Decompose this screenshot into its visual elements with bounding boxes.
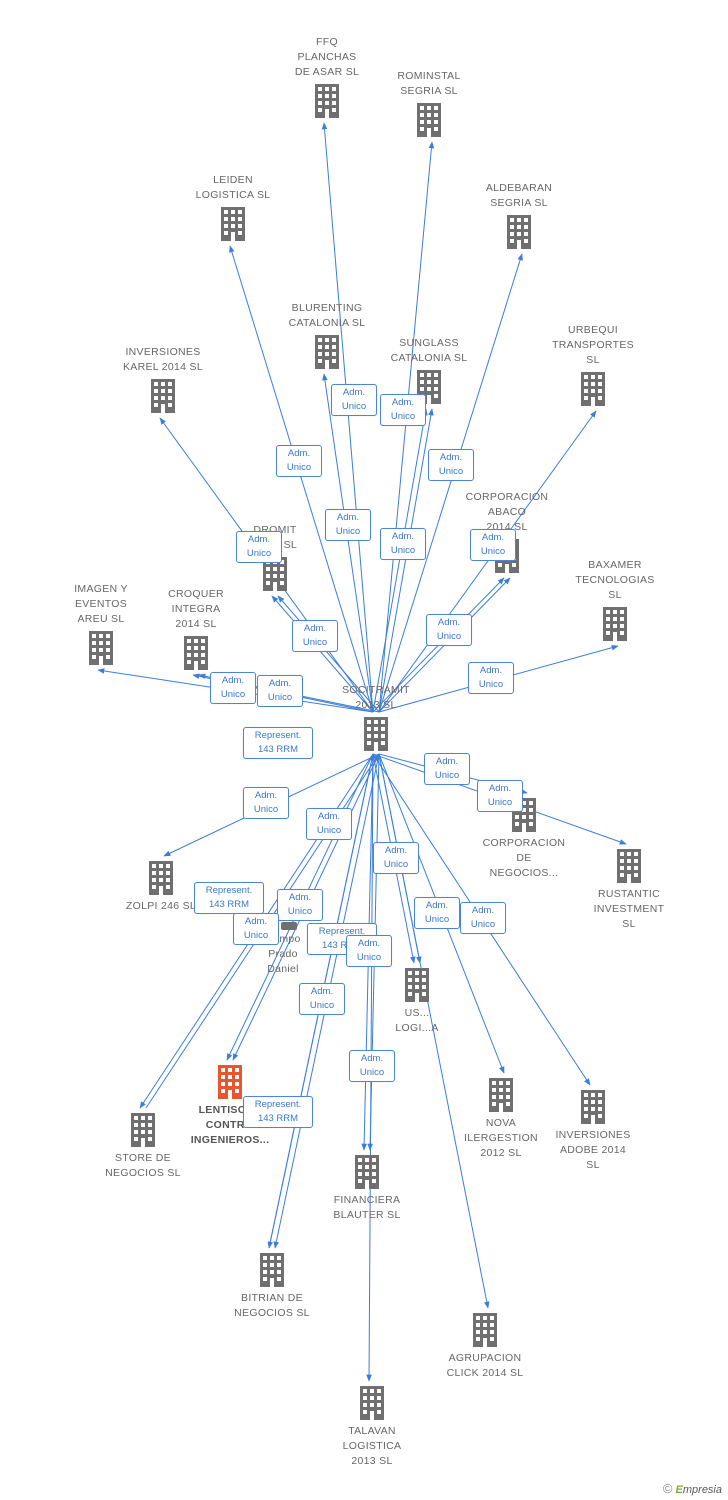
relation-label-adm-unico[interactable]: Adm. Unico <box>331 384 377 416</box>
node-label-zolpi[interactable]: ZOLPI 246 SL <box>125 900 197 912</box>
relation-label-adm-unico[interactable]: Adm. Unico <box>243 787 289 819</box>
company-building-icon[interactable] <box>505 215 533 249</box>
brand-e-logo: E <box>675 1484 683 1496</box>
node-label-baxamer[interactable]: BAXAMER TECNOLOGIAS SL <box>575 559 655 601</box>
relation-label-adm-unico[interactable]: Adm. Unico <box>299 983 345 1015</box>
node-label-store[interactable]: STORE DE NEGOCIOS SL <box>105 1152 181 1179</box>
company-building-icon[interactable] <box>615 849 643 883</box>
person-icon[interactable] <box>275 922 303 932</box>
center-company-label[interactable]: SOCITRAMIT 2013 SL <box>342 684 410 711</box>
highlighted-company-icon[interactable] <box>216 1065 244 1099</box>
copyright-symbol: © <box>662 1481 673 1496</box>
relation-label-adm-unico[interactable]: Adm. Unico <box>276 445 322 477</box>
company-building-icon[interactable] <box>579 1090 607 1124</box>
relation-label-represent[interactable]: Represent. 143 RRM <box>243 727 313 759</box>
node-label-sunglass[interactable]: SUNGLASS CATALONIA SL <box>390 337 468 364</box>
footer-brand[interactable]: © Empresia <box>663 1481 722 1496</box>
node-label-bitrian[interactable]: BITRIAN DE NEGOCIOS SL <box>234 1292 310 1319</box>
relation-label-adm-unico[interactable]: Adm. Unico <box>470 529 516 561</box>
relation-label-represent[interactable]: Represent. 143 RRM <box>243 1096 313 1128</box>
node-label-urbequi[interactable]: URBEQUI TRANSPORTES SL <box>552 324 634 366</box>
relation-edge-dromit <box>277 595 380 713</box>
relation-label-adm-unico[interactable]: Adm. Unico <box>373 842 419 874</box>
relation-label-adm-unico[interactable]: Adm. Unico <box>277 889 323 921</box>
node-label-croquer[interactable]: CROQUER INTEGRA 2014 SL <box>168 588 224 630</box>
relation-label-adm-unico[interactable]: Adm. Unico <box>477 780 523 812</box>
relation-edge-blurenting <box>322 373 374 713</box>
relation-label-adm-unico[interactable]: Adm. Unico <box>468 662 514 694</box>
relation-label-adm-unico[interactable]: Adm. Unico <box>325 509 371 541</box>
company-building-icon[interactable] <box>87 631 115 665</box>
relation-label-adm-unico[interactable]: Adm. Unico <box>346 935 392 967</box>
company-building-icon[interactable] <box>149 379 177 413</box>
company-building-icon[interactable] <box>471 1313 499 1347</box>
relation-label-adm-unico[interactable]: Adm. Unico <box>236 531 282 563</box>
relation-label-adm-unico[interactable]: Adm. Unico <box>349 1050 395 1082</box>
node-label-leiden[interactable]: LEIDEN LOGISTICA SL <box>195 174 271 201</box>
company-building-icon[interactable] <box>219 207 247 241</box>
relation-edge-rominstal <box>378 141 435 713</box>
node-label-rustantic[interactable]: RUSTANTIC INVESTMENT SL <box>593 888 665 930</box>
company-building-icon[interactable] <box>313 84 341 118</box>
relation-label-represent[interactable]: Represent. 143 RRM <box>194 882 264 914</box>
relation-edge-sunglass <box>378 408 434 713</box>
node-label-imagen-eventos[interactable]: IMAGEN Y EVENTOS AREU SL <box>74 583 128 625</box>
node-label-ffq[interactable]: FFQ PLANCHAS DE ASAR SL <box>294 36 360 78</box>
node-label-corporacion-negocios[interactable]: CORPORACION DE NEGOCIOS... <box>482 837 566 879</box>
node-label-agrupacion[interactable]: AGRUPACION CLICK 2014 SL <box>446 1352 524 1379</box>
node-label-nova[interactable]: NOVA ILERGESTION 2012 SL <box>464 1117 538 1159</box>
node-label-blurenting[interactable]: BLURENTING CATALONIA SL <box>288 302 366 329</box>
node-label-adobe[interactable]: INVERSIONES ADOBE 2014 SL <box>555 1129 631 1171</box>
relation-label-adm-unico[interactable]: Adm. Unico <box>380 394 426 426</box>
relation-label-adm-unico[interactable]: Adm. Unico <box>414 897 460 929</box>
company-building-icon[interactable] <box>353 1155 381 1189</box>
relation-edge-leiden <box>229 245 374 713</box>
relation-label-adm-unico[interactable]: Adm. Unico <box>210 672 256 704</box>
relation-label-adm-unico[interactable]: Adm. Unico <box>306 808 352 840</box>
company-building-icon[interactable] <box>129 1113 157 1147</box>
relation-label-adm-unico[interactable]: Adm. Unico <box>233 913 279 945</box>
relation-label-adm-unico[interactable]: Adm. Unico <box>460 902 506 934</box>
relation-edge-dromit <box>271 595 374 713</box>
node-label-talavan[interactable]: TALAVAN LOGISTICA 2013 SL <box>342 1425 402 1467</box>
node-label-us-logistica[interactable]: US... LOGI...A <box>395 1007 439 1034</box>
company-building-icon[interactable] <box>147 861 175 895</box>
relation-label-adm-unico[interactable]: Adm. Unico <box>424 753 470 785</box>
company-building-icon[interactable] <box>415 103 443 137</box>
node-label-financiera[interactable]: FINANCIERA BLAUTER SL <box>333 1194 401 1221</box>
company-building-icon[interactable] <box>182 636 210 670</box>
company-building-icon[interactable] <box>313 335 341 369</box>
company-building-icon[interactable] <box>258 1253 286 1287</box>
relation-edge-urbequi <box>378 410 597 713</box>
relation-label-adm-unico[interactable]: Adm. Unico <box>257 675 303 707</box>
relation-label-adm-unico[interactable]: Adm. Unico <box>380 528 426 560</box>
company-building-icon[interactable] <box>362 717 390 751</box>
relation-edge-aldebaran <box>378 253 523 713</box>
company-building-icon[interactable] <box>601 607 629 641</box>
relation-label-adm-unico[interactable]: Adm. Unico <box>428 449 474 481</box>
relation-label-adm-unico[interactable]: Adm. Unico <box>426 614 472 646</box>
node-label-inversiones-karel[interactable]: INVERSIONES KAREL 2014 SL <box>123 346 203 373</box>
relation-edge-sunglass <box>372 408 428 713</box>
company-building-icon[interactable] <box>487 1078 515 1112</box>
company-building-icon[interactable] <box>579 372 607 406</box>
relation-label-adm-unico[interactable]: Adm. Unico <box>292 620 338 652</box>
node-label-rominstal[interactable]: ROMINSTAL SEGRIA SL <box>397 70 461 97</box>
company-building-icon[interactable] <box>403 968 431 1002</box>
node-label-aldebaran[interactable]: ALDEBARAN SEGRIA SL <box>485 182 553 209</box>
relation-edge-ffq <box>321 122 374 713</box>
company-building-icon[interactable] <box>358 1386 386 1420</box>
brand-name: mpresia <box>682 1484 722 1496</box>
